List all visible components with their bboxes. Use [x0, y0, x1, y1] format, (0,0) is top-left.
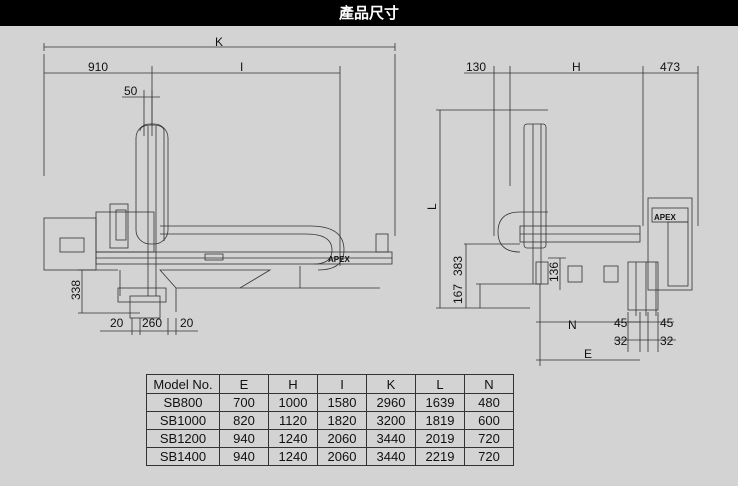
cell: SB1000	[146, 411, 220, 430]
cell: SB1200	[146, 429, 220, 448]
col-i: I	[317, 374, 367, 394]
dim-50: 50	[124, 84, 138, 98]
dim-20-right: 20	[180, 316, 194, 330]
cell: SB800	[146, 393, 220, 412]
col-h: H	[268, 374, 318, 394]
cell: 940	[219, 447, 269, 466]
dim-130: 130	[466, 60, 486, 74]
cell: 940	[219, 429, 269, 448]
cell: 1819	[415, 411, 465, 430]
cell: 2060	[317, 429, 367, 448]
dim-910: 910	[88, 60, 108, 74]
dim-473: 473	[660, 60, 680, 74]
apex-logo-side: APEX	[654, 213, 676, 222]
cell: 820	[219, 411, 269, 430]
dim-32-right: 32	[660, 334, 674, 348]
dim-e: E	[584, 347, 592, 361]
dim-167: 167	[451, 284, 465, 304]
dim-20-left: 20	[110, 316, 124, 330]
col-model: Model No.	[146, 374, 220, 394]
table-row: SB1400 940 1240 2060 3440 2219 720	[146, 447, 514, 466]
cell: 1820	[317, 411, 367, 430]
cell: 480	[464, 393, 514, 412]
cell: 600	[464, 411, 514, 430]
dim-338: 338	[69, 280, 83, 300]
dim-383: 383	[451, 256, 465, 276]
apex-logo-front: APEX	[328, 255, 350, 264]
cell: 2060	[317, 447, 367, 466]
cell: 1120	[268, 411, 318, 430]
dim-45-left: 45	[614, 316, 628, 330]
dim-l: L	[425, 203, 439, 210]
table-row: SB800 700 1000 1580 2960 1639 480	[146, 393, 514, 412]
dim-136: 136	[547, 262, 561, 282]
dim-k: K	[215, 35, 223, 49]
dim-260: 260	[142, 316, 162, 330]
dim-n: N	[568, 318, 577, 332]
cell: 3200	[366, 411, 416, 430]
cell: 1240	[268, 447, 318, 466]
cell: 2960	[366, 393, 416, 412]
cell: 720	[464, 447, 514, 466]
cell: 3440	[366, 429, 416, 448]
col-k: K	[366, 374, 416, 394]
cell: 2219	[415, 447, 465, 466]
table-row: SB1200 940 1240 2060 3440 2019 720	[146, 429, 514, 448]
cell: 3440	[366, 447, 416, 466]
dim-45-right: 45	[660, 316, 674, 330]
col-n: N	[464, 374, 514, 394]
dimension-drawing: APEX APEX K 910 I 50 338 20 260 20 130 H…	[43, 35, 699, 366]
cell: 1639	[415, 393, 465, 412]
dim-i: I	[240, 60, 243, 74]
cell: SB1400	[146, 447, 220, 466]
cell: 720	[464, 429, 514, 448]
section-title: 產品尺寸	[0, 0, 738, 26]
table-row: SB1000 820 1120 1820 3200 1819 600	[146, 411, 514, 430]
table-header-row: Model No. E H I K L N	[146, 374, 514, 394]
cell: 1580	[317, 393, 367, 412]
col-l: L	[415, 374, 465, 394]
cell: 1240	[268, 429, 318, 448]
cell: 1000	[268, 393, 318, 412]
spec-table: Model No. E H I K L N SB800 700 1000 158…	[146, 374, 514, 466]
cell: 700	[219, 393, 269, 412]
col-e: E	[219, 374, 269, 394]
dim-32-left: 32	[614, 334, 628, 348]
dim-h: H	[572, 60, 581, 74]
cell: 2019	[415, 429, 465, 448]
